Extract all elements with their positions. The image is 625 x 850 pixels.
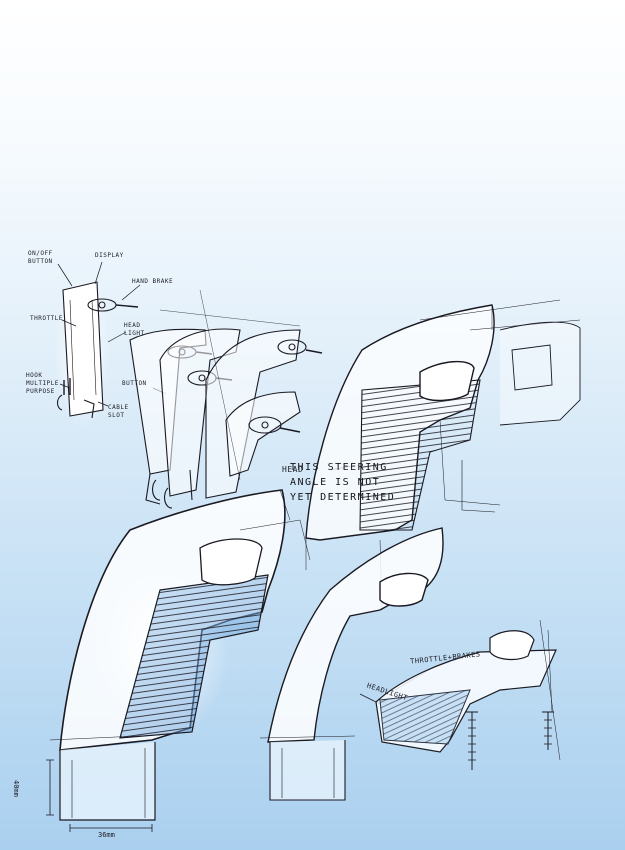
- small-grip-sketch: [54, 270, 139, 430]
- dimension-width: 36mm: [98, 831, 115, 839]
- exploded-grip-sketches: [129, 289, 323, 509]
- label-cable-slot: CABLE SLOT: [108, 404, 129, 419]
- label-hand-brake: HAND BRAKE: [132, 278, 174, 285]
- label-display: DISPLAY: [95, 252, 124, 259]
- label-on-off-button: ON/OFF BUTTON: [28, 250, 53, 265]
- label-head-mid: HEAD: [282, 465, 304, 474]
- label-head-light: HEAD LIGHT: [124, 322, 145, 337]
- arch-grip-sketch: [259, 527, 444, 801]
- main-grip-sketch: [46, 489, 311, 832]
- note-line-3: YET DETERMINED: [290, 492, 396, 503]
- label-button: BUTTON: [122, 380, 147, 387]
- label-throttle: THROTTLE: [30, 315, 63, 322]
- note-line-2: ANGLE IS NOT: [290, 477, 381, 488]
- top-right-grip: [305, 299, 581, 611]
- label-hook: HOOK MULTIPLE PURPOSE: [26, 372, 59, 395]
- note-line-1: THIS STEERING: [290, 462, 388, 473]
- right-grip-sketch: [375, 619, 561, 770]
- dimension-height: 40mm: [12, 780, 20, 797]
- steering-note: THIS STEERING ANGLE IS NOT YET DETERMINE…: [290, 462, 395, 503]
